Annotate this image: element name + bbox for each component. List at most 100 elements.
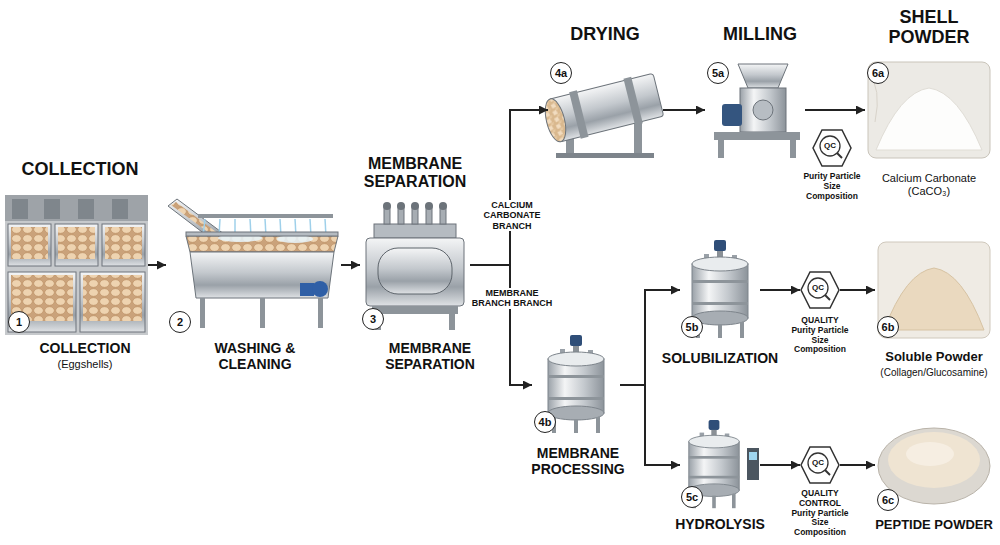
qc-hexagon: QCQUALITY CONTROL Purity Particle Size C… (800, 445, 840, 485)
product-name: Soluble Powder (875, 350, 993, 365)
hammer-mill (718, 140, 724, 158)
process-stage: WASHING & CLEANING2 (166, 195, 341, 335)
flow-arrow (148, 264, 166, 266)
stage-heading: SHELL POWDER (864, 8, 994, 48)
eggshell-crates-photo (102, 224, 145, 266)
callout-number: 6a (868, 63, 888, 83)
peptide-powder-photo (906, 442, 954, 466)
flow-arrow (620, 385, 680, 465)
eggshell-crates-photo (55, 224, 98, 266)
membrane-separator (383, 202, 391, 210)
flow-arrow (840, 289, 875, 291)
magnifier-icon (837, 153, 842, 158)
process-stage: MEMBRANE PROCESSING4b (532, 335, 620, 435)
hammer-mill (790, 140, 796, 158)
soluble-powder-photo (878, 242, 990, 338)
membrane-separator (372, 306, 458, 314)
shell-powder-bag (868, 62, 990, 158)
magnifier-icon (825, 470, 830, 475)
qc-hexagon: QCQUALITY Purity Particle Size Compositi… (800, 270, 840, 310)
washing-machine (300, 283, 314, 296)
soluble-powder-photo (884, 268, 984, 330)
callout-number: 5c (682, 487, 702, 507)
product-note: Calcium Carbonate (CaCO₃) (865, 172, 993, 197)
flow-arrow (760, 289, 800, 291)
process-stage: COLLECTIONCOLLECTION(Eggshells)1 (5, 195, 148, 335)
stage-label: WASHING & CLEANING (200, 340, 310, 372)
qc-hexagon-outline (813, 130, 851, 166)
callout-number: 3 (362, 308, 384, 330)
process-stage: DRYING4a (548, 60, 663, 160)
membrane-separator (411, 202, 419, 210)
processing-tanks (749, 452, 757, 460)
washing-machine (318, 298, 323, 328)
hammer-mill (722, 104, 742, 126)
flow-arrow (341, 264, 360, 266)
stage-label: MEMBRANE SEPARATION (378, 340, 483, 372)
rotary-drum-dryer (623, 77, 642, 126)
process-stage: Soluble Powder(Collagen/Glucosamine)6b (875, 240, 993, 340)
callout-number: 4a (551, 63, 571, 83)
processing-tanks (548, 335, 604, 433)
qc-text: QC (820, 140, 840, 152)
qc-criteria: QUALITY CONTROL Purity Particle Size Com… (789, 489, 851, 538)
hammer-mill (738, 64, 788, 88)
stage-heading: MEMBRANE SEPARATION (355, 155, 475, 190)
qc-criteria: QUALITY Purity Particle Size Composition (789, 316, 851, 355)
flow-arrow (840, 464, 875, 466)
callout-number: 2 (170, 312, 190, 332)
hammer-mill (740, 88, 786, 132)
callout-number: 5b (682, 317, 702, 337)
flow-arrow (470, 110, 548, 265)
callout-number: 6a (867, 62, 889, 84)
peptide-powder-photo (888, 432, 980, 488)
hammer-mill (753, 100, 773, 120)
stage-note: (Eggshells) (30, 358, 140, 371)
rotary-drum-dryer (541, 71, 664, 158)
callout-number: 6b (878, 317, 898, 337)
membrane-separator (449, 314, 455, 330)
washing-machine (260, 298, 265, 328)
stage-label: COLLECTION (30, 340, 140, 356)
eggshell-crates-photo (44, 199, 60, 219)
flow-arrow (470, 265, 532, 385)
magnifier-icon (825, 295, 830, 300)
eggshell-crates-photo (105, 227, 142, 259)
qc-text: QC (808, 282, 828, 294)
eggshell-crates-photo (5, 195, 148, 221)
callout-number: 3 (363, 309, 383, 329)
membrane-separator (374, 224, 456, 238)
process-stage: MILLING5a (705, 60, 805, 160)
eggshell-crates-photo (58, 227, 95, 259)
membrane-separator (425, 202, 433, 210)
rotary-drum-dryer (569, 90, 588, 139)
soluble-powder-photo (878, 242, 990, 338)
rotary-drum-dryer (541, 97, 569, 144)
rotary-drum-dryer (556, 153, 654, 158)
process-stage: HYDROLYSIS5c (680, 420, 760, 510)
membrane-separator (397, 202, 405, 210)
product-note: (Collagen/Glucosamine) (872, 367, 996, 379)
callout-number: 5b (681, 316, 703, 338)
stage-label: MEMBRANE PROCESSING (521, 445, 636, 477)
eggshell-crates-photo (83, 275, 142, 321)
washing-machine (200, 298, 205, 328)
process-stage: PEPTIDE POWDER6c (875, 417, 993, 513)
stage-heading: COLLECTION (5, 160, 155, 180)
qc-hexagon-outline (801, 447, 839, 483)
eggshell-crates-photo (12, 199, 28, 219)
flow-arrow (805, 109, 865, 111)
process-stage: SHELL POWDERCalcium Carbonate (CaCO₃)6a (865, 60, 993, 160)
processing-tanks (747, 448, 759, 480)
eggshell-crates-photo (78, 199, 94, 219)
qc-hexagon: QCPurity Particle Size Composition (812, 128, 852, 168)
callout-number: 4b (535, 412, 555, 432)
branch-label: MEMBRANE BRANCH BRANCH (469, 288, 555, 309)
stage-label: SOLUBILIZATION (650, 350, 790, 366)
washing-machine (198, 214, 333, 218)
qc-hexagon-outline (801, 272, 839, 308)
callout-number: 5a (708, 63, 728, 83)
